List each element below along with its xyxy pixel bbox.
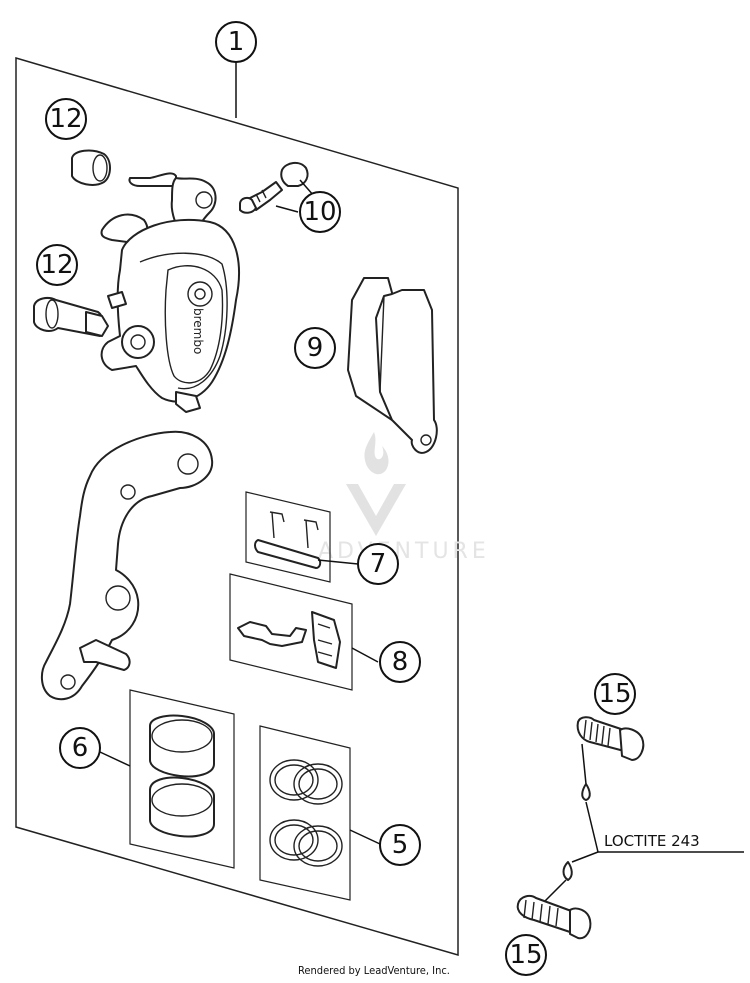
callout-10-number: 10 [303, 197, 336, 227]
callout-12-mid-number: 12 [40, 250, 73, 280]
callout-10: 10 [275, 179, 341, 233]
sliding-pin-part [33, 297, 109, 337]
callout-1-number: 1 [228, 27, 245, 57]
bleeder-valve-part [239, 162, 309, 214]
brake-pads-part [347, 277, 438, 454]
callout-7-number: 7 [370, 549, 387, 579]
caliper-support-part [40, 430, 214, 701]
watermark: ADVENTURE [318, 432, 490, 564]
callout-9-number: 9 [307, 333, 324, 363]
callout-7: 7 [317, 543, 399, 585]
bolt-bottom-part [516, 861, 592, 940]
callout-5-number: 5 [392, 830, 409, 860]
callout-15-top: 15 [594, 673, 636, 715]
callout-12-mid: 12 [36, 244, 78, 286]
bushing-part [71, 149, 111, 186]
loctite-label-text: LOCTITE 243 [604, 832, 700, 850]
box-8 [229, 573, 353, 691]
watermark-text: ADVENTURE [318, 539, 490, 564]
callout-6-number: 6 [72, 733, 89, 763]
callout-9: 9 [294, 327, 336, 369]
callout-12-top: 12 [45, 98, 87, 140]
bolt-top-part [576, 716, 645, 801]
box-5 [259, 725, 351, 901]
callout-5: 5 [349, 824, 421, 866]
caliper-brand-text: brembo [191, 308, 205, 354]
box-6 [129, 689, 235, 869]
footer-credit: Rendered by LeadVenture, Inc. [298, 964, 450, 977]
loctite-label: LOCTITE 243 [571, 801, 744, 863]
callout-15-bottom-number: 15 [509, 940, 542, 970]
callout-8-number: 8 [392, 647, 409, 677]
callout-12-top-number: 12 [49, 104, 82, 134]
callout-8: 8 [351, 641, 421, 683]
box-7 [245, 491, 331, 583]
callout-15-top-number: 15 [598, 679, 631, 709]
brake-caliper: brembo [100, 172, 240, 413]
callout-1: 1 [215, 21, 257, 118]
assembly-panel [15, 56, 459, 956]
callout-15-bottom: 15 [505, 934, 547, 976]
callout-6: 6 [59, 727, 131, 769]
